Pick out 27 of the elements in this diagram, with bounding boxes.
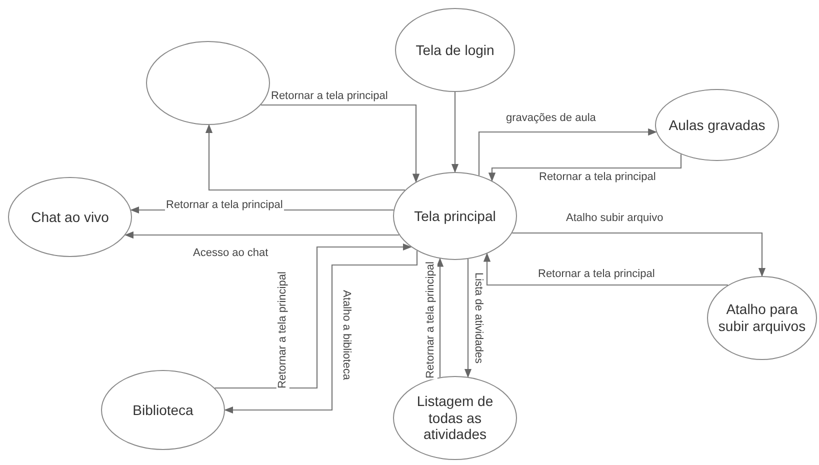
edge-label: Retornar a tela principal: [276, 270, 290, 390]
edge-label: Retornar a tela principal: [424, 260, 438, 380]
arrow: [205, 124, 405, 191]
node-label: Atalho para subir arquivos: [717, 301, 807, 335]
arrow: [451, 92, 459, 173]
arrow: [124, 231, 400, 239]
node-label: Tela de login: [416, 42, 494, 58]
arrow: [260, 104, 420, 183]
edge-label: Retornar a tela principal: [165, 199, 284, 212]
edge-label: Retornar a tela principal: [537, 268, 656, 282]
arrow: [483, 252, 728, 286]
arrow: [478, 128, 658, 176]
edge-label: Retornar a tela principal: [270, 90, 389, 104]
arrow: [224, 250, 418, 414]
edge-label: Retornar a tela principal: [538, 171, 657, 184]
edge-label: gravações de aula: [505, 112, 597, 126]
node-label: Chat ao vivo: [31, 208, 109, 226]
edge-label: Atalho subir arquivo: [565, 212, 664, 226]
arrow: [436, 258, 444, 378]
arrow: [464, 259, 472, 378]
node-label: Aulas gravadas: [668, 116, 766, 134]
node-label: Tela principal: [414, 208, 496, 224]
arrow: [488, 154, 682, 182]
node-label: Listagem de todas as atividades: [416, 392, 494, 444]
node-label: Biblioteca: [132, 402, 194, 418]
arrow: [214, 243, 412, 389]
arrow: [512, 232, 766, 277]
